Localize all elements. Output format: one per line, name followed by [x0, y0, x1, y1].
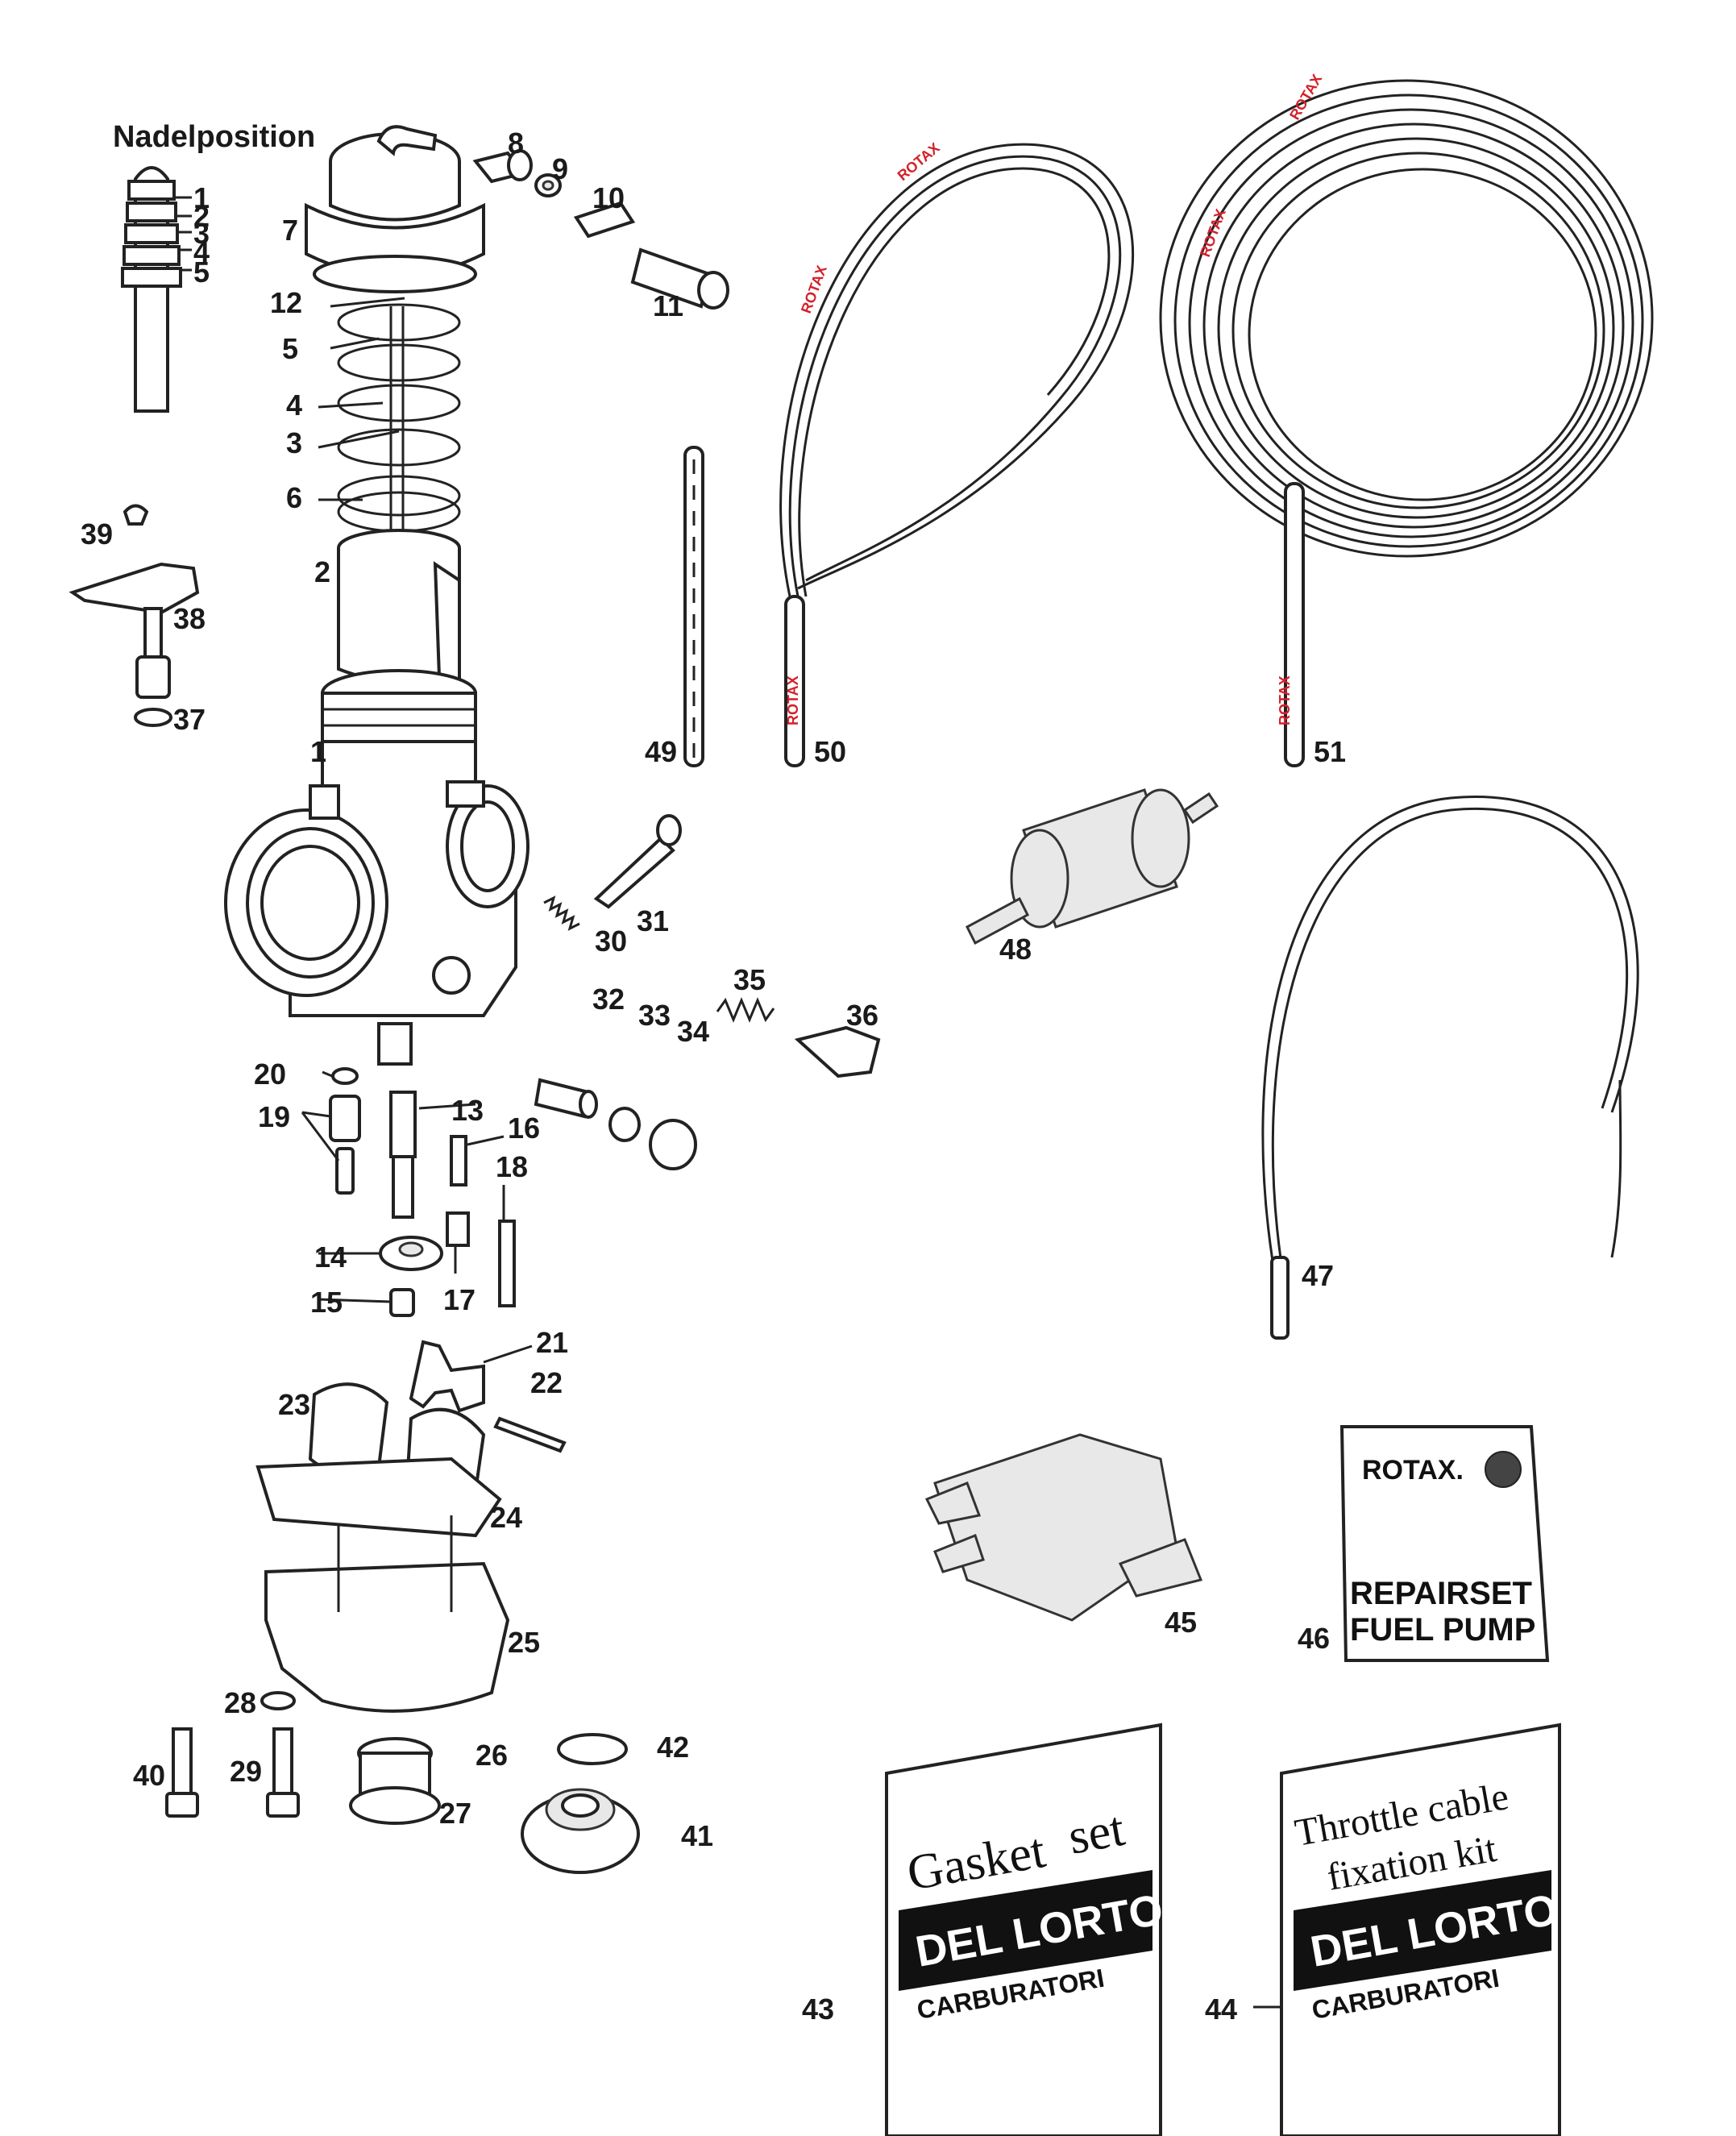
- part-label: 48: [999, 933, 1032, 966]
- inlet-fittings: [472, 149, 729, 310]
- part-label: 49: [645, 735, 677, 768]
- needle-pos-label: 2: [193, 200, 210, 233]
- part-label: 35: [733, 963, 766, 996]
- return-spring: [337, 303, 461, 548]
- part-label: 21: [536, 1326, 568, 1359]
- cable-brand: ROTAX: [895, 139, 943, 184]
- coiled-cable-51: ROTAX ROTAX ROTAX: [1159, 72, 1654, 767]
- throttle-cable-50: ROTAX ROTAX ROTAX: [779, 139, 1135, 767]
- repair-kit-line1: REPAIRSET: [1350, 1576, 1532, 1611]
- repair-kit-line2: FUEL PUMP: [1350, 1612, 1535, 1648]
- part-label: 30: [595, 925, 627, 958]
- float-assembly: [255, 1340, 567, 1713]
- brp-logo-icon: [1485, 1451, 1522, 1488]
- part-label: 51: [1314, 735, 1346, 768]
- part-label: 40: [133, 1759, 165, 1792]
- cable-brand: ROTAX: [1277, 675, 1293, 725]
- repair-kit-46: ROTAX. REPAIRSET FUEL PUMP: [1339, 1425, 1550, 1662]
- throttle-kit-bag-44: Throttle cable fixation kit DEL LORTO CA…: [1280, 1723, 1561, 2136]
- part-label: 6: [286, 481, 302, 514]
- part-label: 50: [814, 735, 846, 768]
- part-label: 12: [270, 286, 302, 319]
- part-label: 19: [258, 1100, 290, 1133]
- cable-brand: ROTAX: [798, 264, 830, 316]
- part-label: 17: [443, 1283, 476, 1316]
- part-label: 8: [508, 127, 524, 160]
- fuel-pump-45: [924, 1433, 1203, 1622]
- needle-pos-label: 5: [193, 256, 210, 289]
- needle-position-chart: Nadelposition 1 2 3 4 5: [113, 120, 315, 413]
- cable-brand: ROTAX: [785, 675, 801, 725]
- part-label: 33: [638, 999, 671, 1032]
- part-label: 27: [439, 1797, 471, 1830]
- cable-47: [1261, 796, 1639, 1340]
- part-label: 11: [653, 289, 683, 322]
- part-label: 39: [81, 517, 113, 551]
- carburetor-body: [224, 669, 530, 1066]
- carburetor-cap: [305, 125, 485, 293]
- needle-drawing: [121, 165, 182, 413]
- part-label: 10: [592, 181, 625, 214]
- float-bowl-fittings: [349, 1733, 640, 1874]
- jets-and-needles: [329, 1067, 516, 1317]
- part-label: 38: [173, 602, 206, 635]
- part-label: 9: [552, 152, 568, 185]
- needle-pos-label: 4: [193, 235, 210, 268]
- part-label: 15: [310, 1286, 343, 1319]
- mixture-screw-group: [69, 504, 300, 1818]
- fuel-filter-48: [966, 788, 1219, 945]
- needle-pos-label: 1: [193, 181, 210, 214]
- repair-kit-brand: ROTAX.: [1362, 1455, 1464, 1486]
- part-label: 22: [530, 1366, 563, 1399]
- part-label: 46: [1298, 1622, 1330, 1655]
- part-label: 24: [490, 1501, 522, 1534]
- part-label: 16: [508, 1112, 540, 1145]
- idle-screws: [534, 814, 881, 1170]
- part-label: 44: [1205, 1993, 1237, 2026]
- part-label: 26: [476, 1739, 508, 1772]
- part-label: 29: [230, 1755, 262, 1788]
- part-label: 42: [657, 1731, 689, 1764]
- part-label: 37: [173, 703, 206, 736]
- part-label: 3: [286, 426, 302, 459]
- needle-position-title: Nadelposition: [113, 120, 315, 154]
- part-label: 32: [592, 983, 625, 1016]
- part-label: 14: [314, 1240, 347, 1274]
- needle-pos-label: 3: [193, 217, 210, 250]
- gasket-set-bag-43: Gasket set DEL LORTO CARBURATORI: [885, 1723, 1166, 2136]
- tube-49: [683, 446, 704, 767]
- part-label: 25: [508, 1626, 540, 1659]
- part-label: 36: [846, 999, 878, 1032]
- part-label: 41: [681, 1819, 713, 1852]
- part-label: 43: [802, 1993, 834, 2026]
- part-label: 5: [282, 332, 298, 365]
- part-label: 45: [1165, 1606, 1197, 1639]
- part-label: 4: [286, 389, 302, 422]
- part-label: 23: [278, 1388, 310, 1421]
- part-label: 1: [310, 735, 326, 768]
- part-label: 28: [224, 1686, 256, 1719]
- part-label: 13: [451, 1094, 484, 1127]
- part-label: 7: [282, 214, 298, 247]
- part-label: 18: [496, 1150, 528, 1183]
- part-label: 47: [1302, 1259, 1334, 1292]
- part-number-labels: 1 2 3 4 5 6 7 8 9 10 11 12 13 14 15 16 1…: [81, 127, 1346, 2026]
- gasket-bag-line2: set: [1065, 1801, 1129, 1865]
- part-label: 31: [637, 904, 669, 937]
- throttle-slide: [337, 529, 461, 688]
- part-label: 2: [314, 555, 330, 588]
- part-label: 34: [677, 1015, 709, 1048]
- part-label: 20: [254, 1058, 286, 1091]
